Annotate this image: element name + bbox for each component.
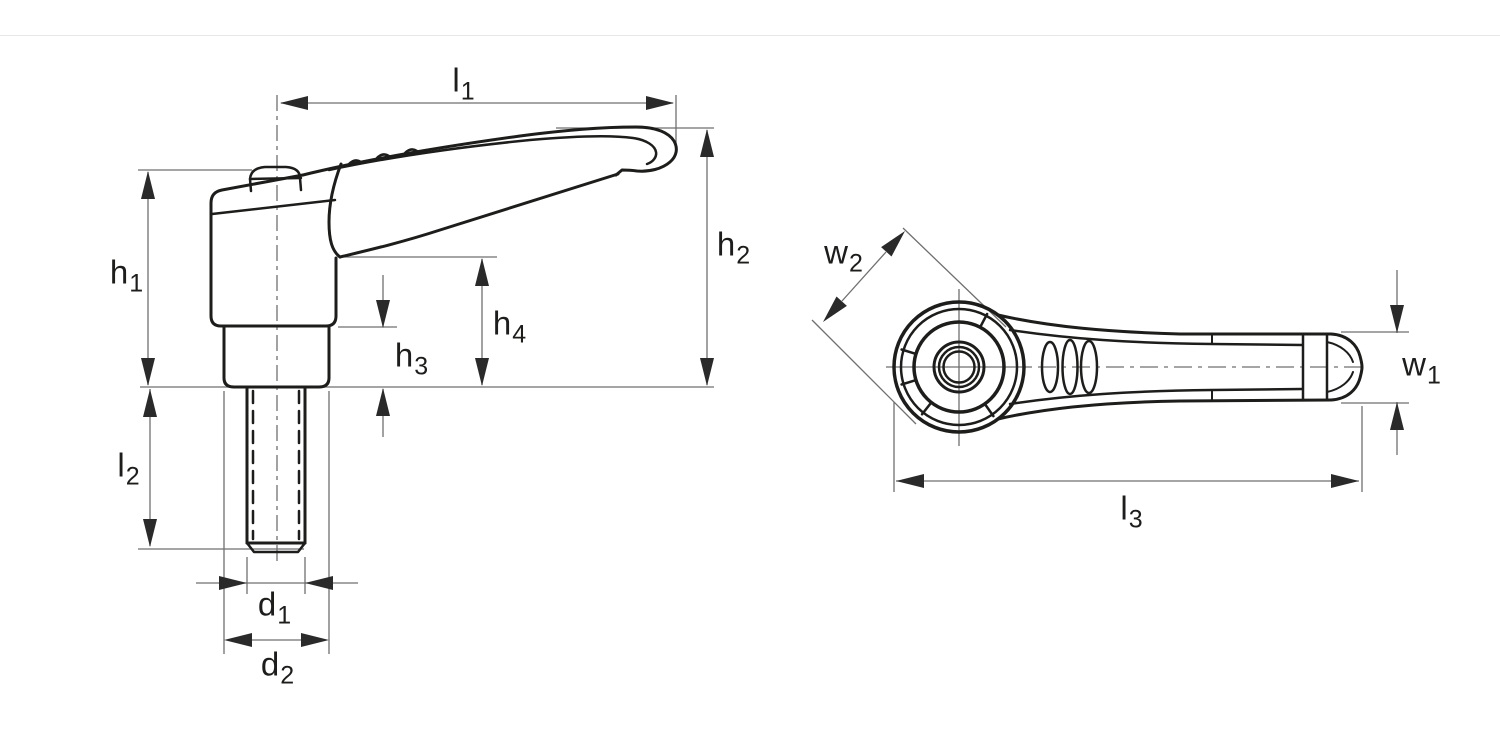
hub-body	[209, 173, 338, 328]
dim-label-l2: l2	[117, 446, 140, 491]
top-view-hub-circles	[892, 300, 1026, 434]
handle-grip-lens-marks	[1040, 338, 1099, 396]
dim-label-h2: h2	[716, 225, 751, 270]
top-view-handle	[996, 313, 1364, 421]
lever-side-outline	[209, 125, 678, 554]
dim-label-h3: h3	[394, 336, 429, 381]
top-view-arrowheads	[823, 231, 1404, 488]
handle-top-edge	[301, 125, 678, 177]
collar	[222, 324, 331, 389]
handle-grip-bumps	[347, 148, 419, 166]
dim-label-w1: w1	[1402, 345, 1441, 390]
handle-inner-contour	[327, 135, 658, 172]
dim-label-d2: d2	[260, 645, 295, 690]
top-view	[811, 227, 1409, 492]
page-top-divider	[0, 35, 1500, 36]
handle-root-curve	[327, 162, 343, 259]
dim-label-d1: d1	[257, 585, 292, 630]
dim-label-l1: l1	[452, 61, 475, 106]
dim-label-l3: l3	[1120, 489, 1143, 534]
handle-tip-outline	[1329, 332, 1364, 402]
handle-underside	[338, 172, 620, 259]
hub-bevel-line	[210, 198, 337, 216]
side-view	[138, 95, 714, 654]
threaded-stud	[245, 385, 307, 554]
hub-slot-lines	[900, 312, 995, 418]
dim-label-h1: h1	[109, 253, 144, 298]
dim-label-w2: w2	[824, 233, 863, 278]
side-view-arrowheads	[141, 96, 714, 647]
cap-screw	[248, 165, 303, 193]
dim-label-h4: h4	[492, 304, 527, 349]
